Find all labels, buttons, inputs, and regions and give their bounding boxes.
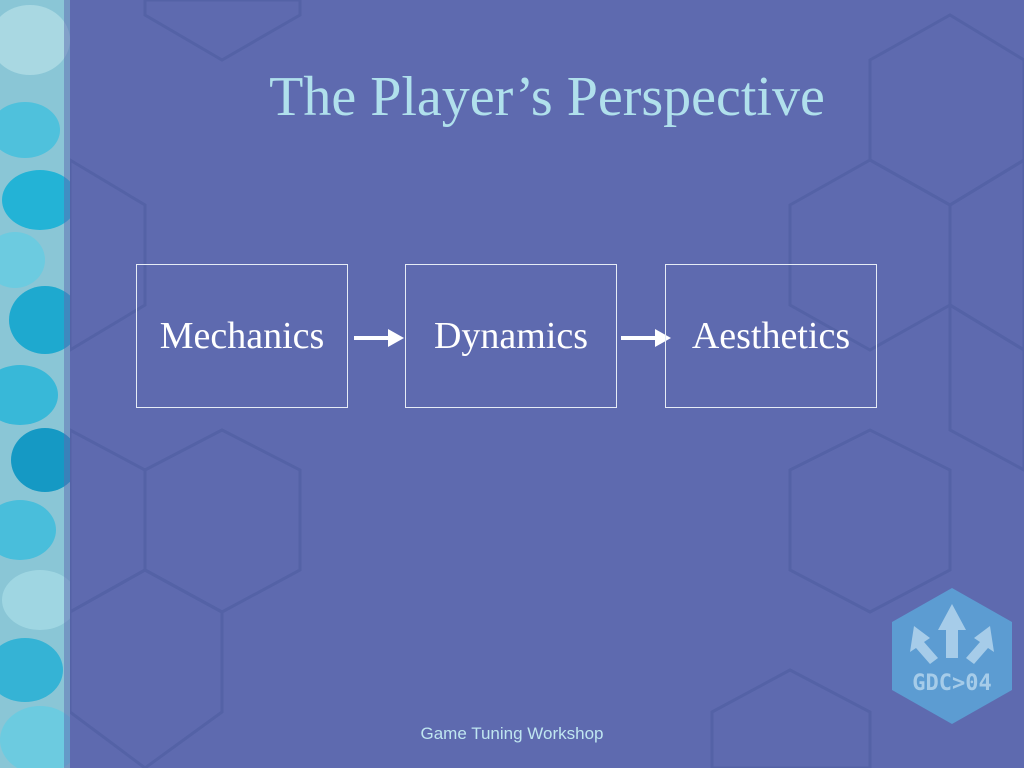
gdc-logo-icon: GDC>04 [892,588,1012,724]
slide-footer: Game Tuning Workshop [420,724,604,743]
decorative-sidebar [0,0,70,768]
mechanics-box: Mechanics [136,264,348,408]
slide-title: The Player’s Perspective [269,66,825,128]
right-arrow-icon [621,329,671,347]
gdc-logo-text: GDC>04 [912,671,991,696]
dynamics-box: Dynamics [405,264,617,408]
aesthetics-box: Aesthetics [665,264,877,408]
right-arrow-icon [354,329,404,347]
